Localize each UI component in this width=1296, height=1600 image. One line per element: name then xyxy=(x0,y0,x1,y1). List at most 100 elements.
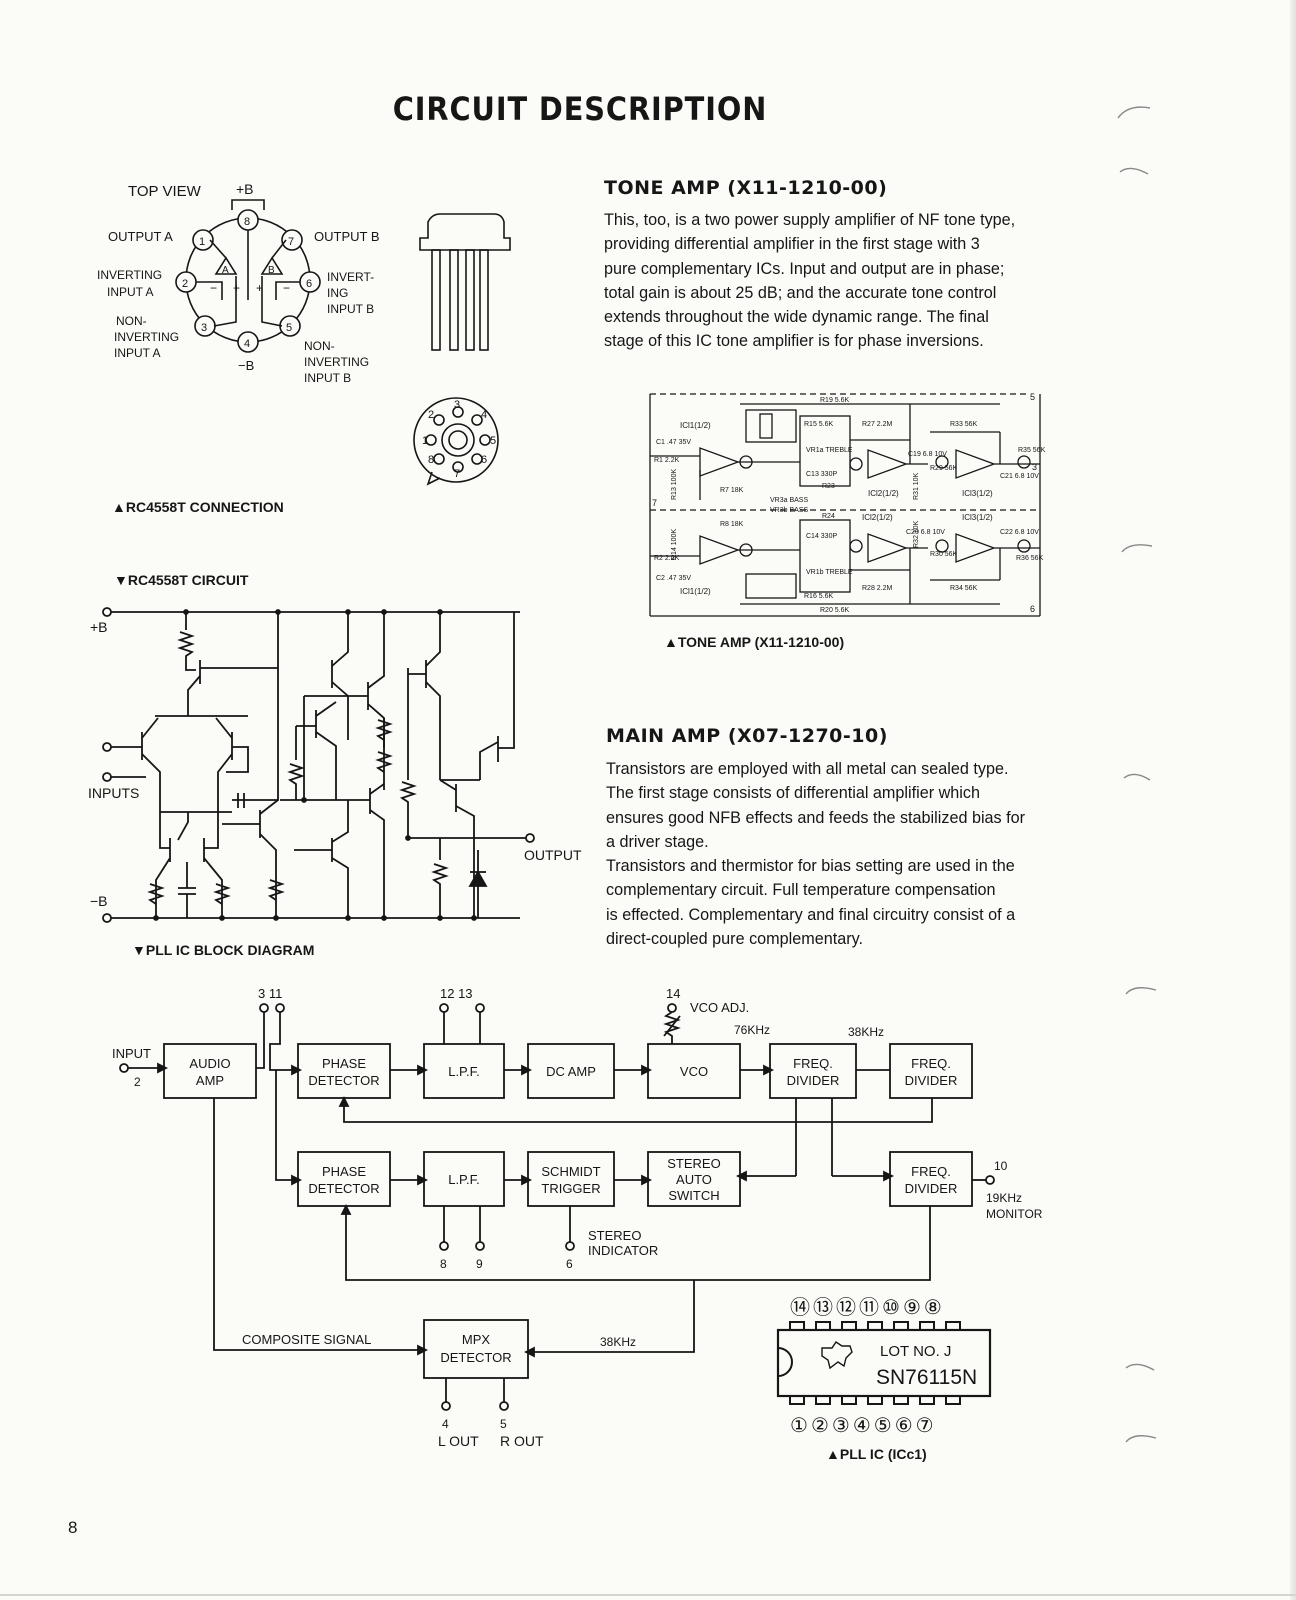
pll-input-label: INPUT xyxy=(112,1046,151,1061)
svg-text:R34 56K: R34 56K xyxy=(950,585,978,592)
amp-a-triangle xyxy=(214,256,238,275)
output-b-label: OUTPUT B xyxy=(314,229,380,244)
pll-block-diagram: 3 11 12 13 14 VCO ADJ. 76KHz 38KHz INPUT… xyxy=(112,986,1043,1449)
pll-pin-5: 5 xyxy=(500,1417,507,1431)
pll-ic-bottom-pins: ①②③④⑤⑥⑦ xyxy=(790,1415,937,1437)
tone-ic2-lower: ICl2(1/2) xyxy=(862,513,893,522)
svg-text:5: 5 xyxy=(286,322,292,334)
svg-text:R7 18K: R7 18K xyxy=(720,487,744,494)
main-amp-line: is effected. Complementary and final cir… xyxy=(606,905,1016,924)
composite-signal-label: COMPOSITE SIGNAL xyxy=(242,1332,371,1347)
amp-b-triangle xyxy=(260,256,284,275)
svg-text:R14 100K: R14 100K xyxy=(671,529,678,560)
svg-text:DETECTOR: DETECTOR xyxy=(308,1181,379,1196)
svg-text:DETECTOR: DETECTOR xyxy=(308,1073,379,1088)
svg-text:1: 1 xyxy=(199,236,205,248)
non-inverting-b-label-2: INVERTING xyxy=(304,355,369,369)
plus-b-bracket xyxy=(231,199,265,210)
svg-text:R35 56K: R35 56K xyxy=(1018,447,1046,454)
pin-1: 1 xyxy=(192,229,214,251)
pin-4: 4 xyxy=(237,331,259,353)
pll-pin-4: 4 xyxy=(442,1417,449,1431)
svg-text:VCO: VCO xyxy=(680,1064,708,1079)
svg-text:R1 2.2K: R1 2.2K xyxy=(654,457,680,464)
svg-text:DIVIDER: DIVIDER xyxy=(905,1181,958,1196)
pll-pin-8: 8 xyxy=(440,1257,447,1271)
freq-38-label: 38KHz xyxy=(848,1025,884,1039)
freq-38-mpx-label: 38KHz xyxy=(600,1335,636,1349)
svg-text:TRIGGER: TRIGGER xyxy=(541,1181,600,1196)
svg-text:R24: R24 xyxy=(822,513,835,520)
svg-text:C2 .47 35V: C2 .47 35V xyxy=(656,575,691,582)
svg-text:2: 2 xyxy=(182,278,188,290)
svg-text:7: 7 xyxy=(454,468,460,480)
pin-8: 8 xyxy=(237,209,259,231)
main-amp-line: Transistors and thermistor for bias sett… xyxy=(606,857,1015,876)
svg-text:R31 10K: R31 10K xyxy=(913,472,920,500)
svg-text:DIVIDER: DIVIDER xyxy=(905,1073,958,1088)
non-inverting-b-label-1: NON- xyxy=(304,339,335,353)
svg-text:3: 3 xyxy=(454,399,460,411)
svg-text:R16 5.6K: R16 5.6K xyxy=(804,593,834,600)
svg-text:C21 6.8 10V: C21 6.8 10V xyxy=(1000,473,1039,480)
amp-a-label: A xyxy=(222,265,229,276)
svg-text:6: 6 xyxy=(306,278,312,290)
svg-text:PHASE: PHASE xyxy=(322,1164,366,1179)
svg-text:AUDIO: AUDIO xyxy=(189,1056,230,1071)
svg-text:1: 1 xyxy=(422,435,428,447)
svg-text:C22 6.8 10V: C22 6.8 10V xyxy=(1000,529,1039,536)
minus-b-label: −B xyxy=(238,358,254,373)
pll-pin-6: 6 xyxy=(566,1257,573,1271)
pll-ic-top-pins: ⑭⑬⑫⑪⑩⑨⑧ xyxy=(790,1296,945,1319)
phase-detector-2-block xyxy=(297,1151,391,1207)
svg-text:DC AMP: DC AMP xyxy=(546,1064,596,1079)
tone-pin-3: 3 xyxy=(1032,462,1037,472)
svg-text:8: 8 xyxy=(244,216,250,228)
circuit-plus-b-label: +B xyxy=(90,619,108,635)
to5-bottom-view: 3 4 5 6 7 8 1 2 xyxy=(413,397,499,486)
tone-ic3-upper: ICl3(1/2) xyxy=(962,489,993,498)
pll-ic-package: ⑭⑬⑫⑪⑩⑨⑧ LOT NO. J SN76115N ①②③④⑤⑥⑦ xyxy=(776,1296,992,1437)
tone-ic1-upper: ICl1(1/2) xyxy=(680,421,711,430)
pll-ic-part-number: SN76115N xyxy=(876,1366,977,1389)
stereo-indicator-label-1: STEREO xyxy=(588,1228,641,1243)
svg-text:C20 6.8 10V: C20 6.8 10V xyxy=(906,529,945,536)
r-out-label: R OUT xyxy=(500,1433,544,1449)
svg-text:8: 8 xyxy=(428,454,434,466)
svg-text:R36 56K: R36 56K xyxy=(1016,555,1044,562)
circuit-output-label: OUTPUT xyxy=(524,847,582,863)
tone-amp-line: providing differential amplifier in the … xyxy=(604,235,980,254)
svg-text:5: 5 xyxy=(490,435,496,447)
top-view-label: TOP VIEW xyxy=(128,183,202,200)
tone-pin-5: 5 xyxy=(1030,392,1035,402)
non-inverting-a-label-1: NON- xyxy=(116,314,147,328)
non-inverting-a-label-3: INPUT A xyxy=(114,346,160,360)
rc4558-connection-caption: ▲RC4558T CONNECTION xyxy=(112,499,284,515)
svg-text:AUTO: AUTO xyxy=(676,1172,712,1187)
svg-text:7: 7 xyxy=(288,236,294,248)
to5-side-view xyxy=(419,213,511,351)
svg-text:R32 10K: R32 10K xyxy=(913,520,920,548)
binder-marks xyxy=(1117,106,1157,1443)
svg-text:3: 3 xyxy=(201,322,207,334)
pll-pin-14: 14 xyxy=(666,986,680,1001)
svg-text:VR3b BASS: VR3b BASS xyxy=(770,507,808,514)
invert-ing-b-label-2: ING xyxy=(327,286,348,300)
tone-pin-7: 7 xyxy=(652,498,657,508)
tone-amp-caption: ▲TONE AMP (X11-1210-00) xyxy=(664,634,845,650)
tone-amp-line: This, too, is a two power supply amplifi… xyxy=(604,211,1016,229)
tone-amp-paragraph: This, too, is a two power supply amplifi… xyxy=(604,208,1074,354)
svg-text:R15 5.6K: R15 5.6K xyxy=(804,421,834,428)
tone-amp-line: stage of this IC tone amplifier is for p… xyxy=(604,332,984,351)
inverting-input-a-label-2: INPUT A xyxy=(107,285,153,299)
pll-ic-lot: LOT NO. J xyxy=(880,1343,951,1360)
invert-ing-b-label-1: INVERT- xyxy=(327,270,374,284)
svg-text:2: 2 xyxy=(428,409,434,421)
rc4558-top-view-diagram: TOP VIEW +B 8 1 7 2 6 3 5 4 A B − + + − … xyxy=(97,181,380,385)
main-amp-heading: MAIN AMP (X07-1270-10) xyxy=(606,725,888,747)
tone-amp-line: total gain is about 25 dB; and the accur… xyxy=(604,283,997,302)
svg-text:PHASE: PHASE xyxy=(322,1056,366,1071)
pll-block-caption: ▼PLL IC BLOCK DIAGRAM xyxy=(132,942,315,958)
svg-text:L.P.F.: L.P.F. xyxy=(448,1064,480,1079)
